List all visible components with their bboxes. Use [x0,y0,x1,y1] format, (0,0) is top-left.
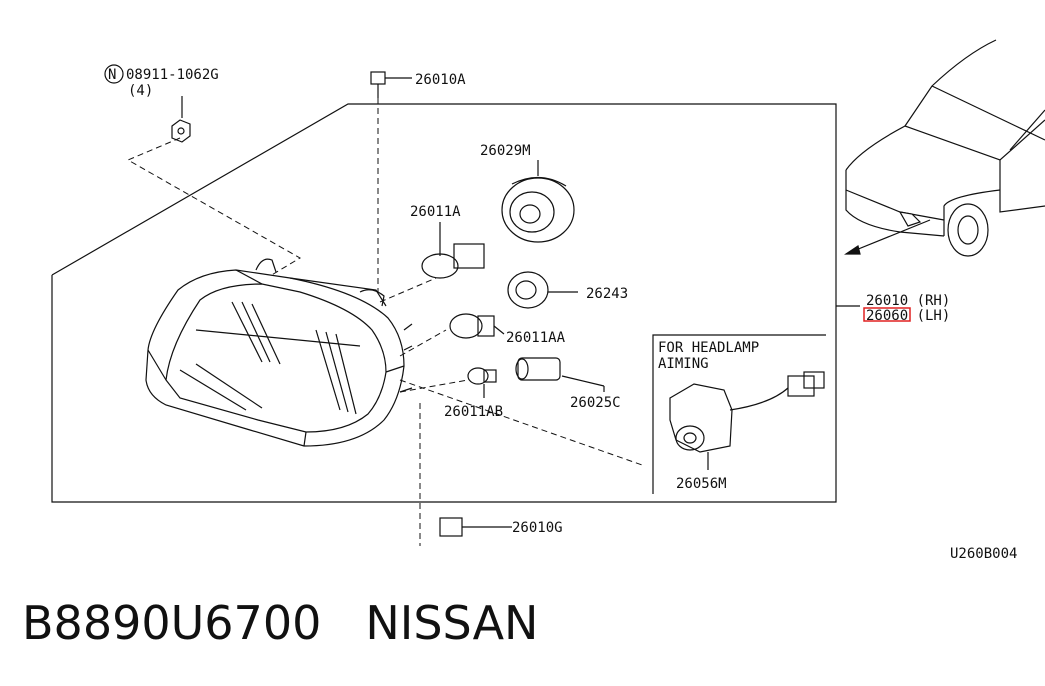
nut-part [171,96,191,143]
socket-26025c [515,357,605,392]
label-26029m: 26029M [480,143,531,159]
bulb-26011a [421,222,485,279]
note-aiming: AIMING [658,356,709,372]
label-assembly-lh: 26060 (LH) [866,308,950,324]
label-26025c: 26025C [570,395,621,411]
brand-name: NISSAN [365,596,539,650]
label-26011aa: 26011AA [506,330,566,346]
label-08911-qty: (4) [128,83,153,99]
headlamp-assembly [145,258,413,447]
label-assembly-rh: 26010 (RH) [866,293,950,309]
label-08911-1062g: 08911-1062G [126,67,219,83]
part-number: B8890U6700 [22,596,322,650]
label-26011a: 26011A [410,204,461,220]
bulb-26011aa [449,313,505,339]
label-26010g: 26010G [512,520,563,536]
enclosure-outline [51,103,837,503]
figure-code: U260B004 [950,546,1017,562]
highlight-box [863,307,911,322]
label-26011ab: 26011AB [444,404,503,420]
aiming-subbox [652,334,826,494]
label-26056m: 26056M [676,476,727,492]
product-caption: B8890U6700 NISSAN [22,596,538,650]
aiming-motor [669,371,825,470]
n-symbol: N [108,67,116,83]
label-26010a: 26010A [415,72,466,88]
socket-26243 [507,271,578,309]
clip-26010g [439,517,512,537]
note-for-headlamp: FOR HEADLAMP [658,340,759,356]
label-26243: 26243 [586,286,628,302]
vehicle-silhouette [844,39,1045,257]
socket-26029m [501,160,575,243]
bulb-26011ab [467,367,497,398]
bolt-part [370,71,412,98]
